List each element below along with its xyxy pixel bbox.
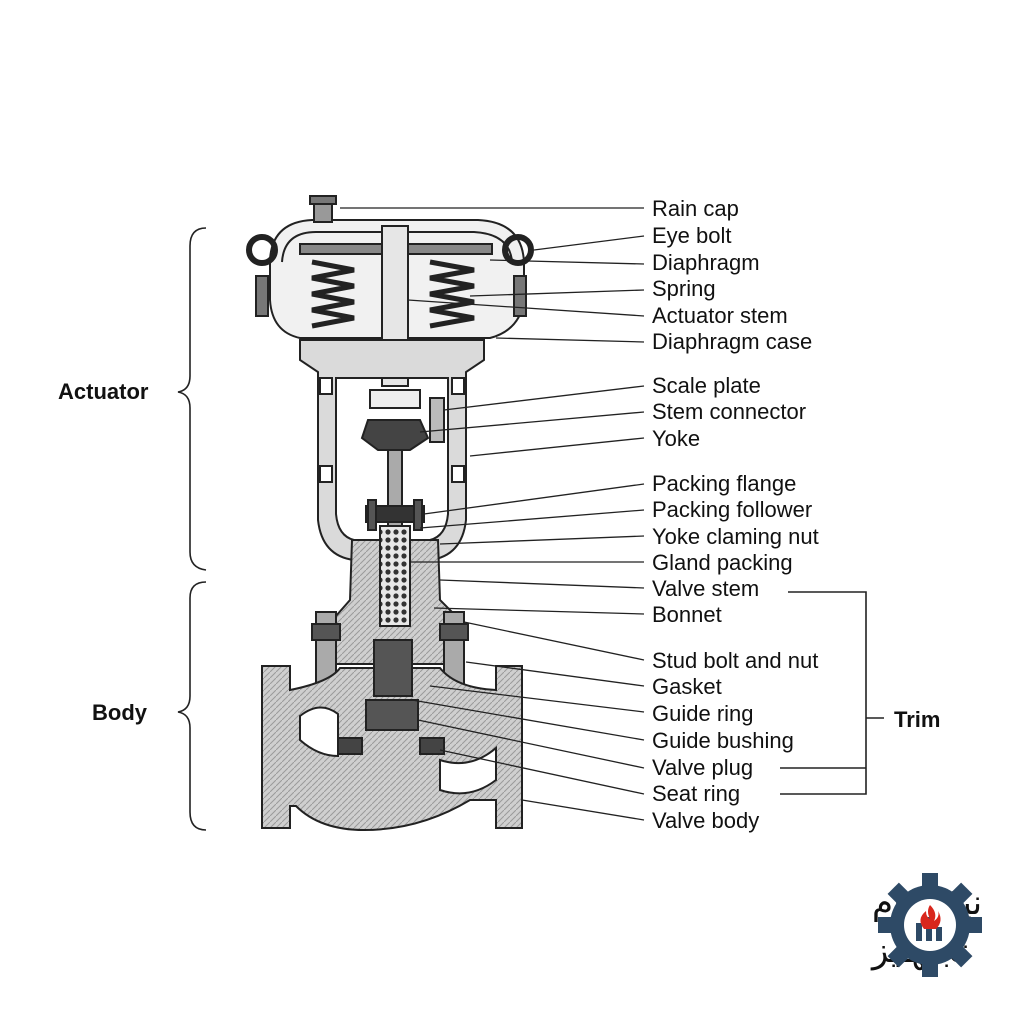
spring-right — [429, 259, 475, 329]
label-packing-follower: Packing follower — [652, 497, 812, 522]
leader-lines — [340, 207, 645, 821]
scale-plate — [429, 397, 445, 443]
label-stud-bolt-and-nut: Stud bolt and nut — [652, 648, 818, 673]
spring-left — [311, 259, 355, 329]
label-eye-bolt: Eye bolt — [652, 223, 732, 248]
group-label-body: Body — [92, 700, 148, 725]
seat-ring — [337, 737, 363, 755]
yoke — [299, 339, 485, 562]
group-label-trim: Trim — [894, 707, 940, 732]
gear-icon — [878, 873, 982, 977]
label-packing-flange: Packing flange — [652, 471, 796, 496]
valve-plug — [365, 699, 419, 731]
label-bonnet: Bonnet — [652, 602, 722, 627]
label-actuator-stem: Actuator stem — [652, 303, 788, 328]
label-valve-plug: Valve plug — [652, 755, 753, 780]
label-diaphragm-case: Diaphragm case — [652, 329, 812, 354]
label-guide-bushing: Guide bushing — [652, 728, 794, 753]
label-stem-connector: Stem connector — [652, 399, 806, 424]
label-gland-packing: Gland packing — [652, 550, 793, 575]
company-logo: نیکـــنام تجـهـیز — [870, 873, 982, 977]
body-brace — [177, 581, 207, 831]
label-spring: Spring — [652, 276, 716, 301]
actuator-brace — [177, 227, 207, 571]
stud-bolt-left — [315, 611, 337, 685]
stud-bolt-right — [443, 611, 465, 685]
label-yoke-claming-nut: Yoke claming nut — [652, 524, 819, 549]
valve-illustration — [246, 195, 534, 832]
label-scale-plate: Scale plate — [652, 373, 761, 398]
eye-bolt-right — [502, 234, 534, 266]
label-rain-cap: Rain cap — [652, 196, 739, 221]
gland-packing — [379, 525, 411, 627]
group-label-actuator: Actuator — [58, 379, 149, 404]
flame-icon — [920, 905, 941, 929]
label-valve-stem: Valve stem — [652, 576, 759, 601]
guide-bushing — [373, 639, 413, 697]
label-gasket: Gasket — [652, 674, 722, 699]
label-yoke: Yoke — [652, 426, 700, 451]
label-valve-body: Valve body — [652, 808, 759, 833]
stem-connector — [369, 389, 421, 409]
label-guide-ring: Guide ring — [652, 701, 754, 726]
part-labels: Rain cap Eye bolt Diaphragm Spring Actua… — [652, 196, 819, 833]
trim-bracket — [780, 591, 884, 795]
eye-bolt-left — [246, 234, 278, 266]
label-seat-ring: Seat ring — [652, 781, 740, 806]
label-diaphragm: Diaphragm — [652, 250, 760, 275]
